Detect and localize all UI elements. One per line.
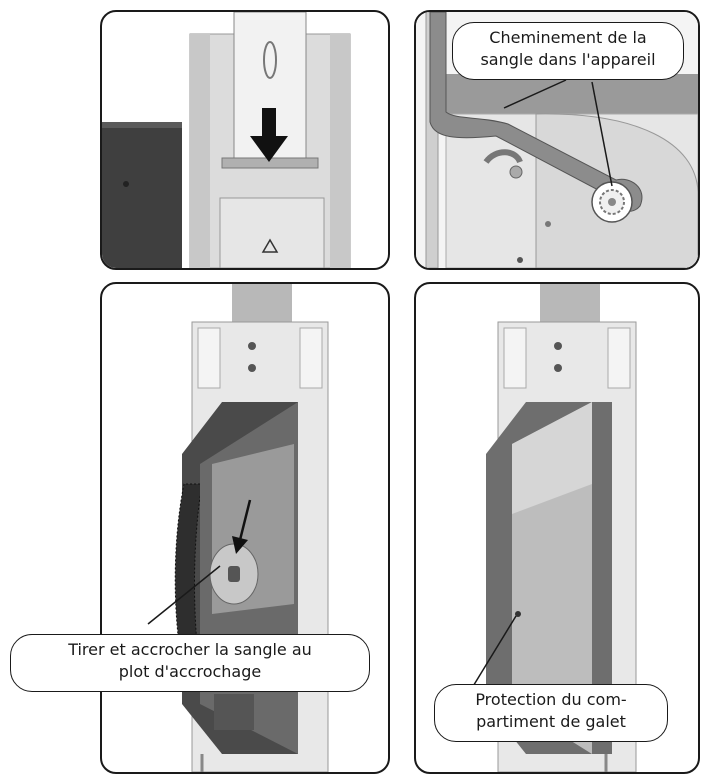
attach-strap-illustration xyxy=(147,284,329,772)
routing-callout: Cheminement de la sangle dans l'appareil xyxy=(452,22,684,80)
device-top-edge xyxy=(446,74,698,114)
leader-line xyxy=(503,79,567,109)
guide-roller xyxy=(483,149,523,164)
protection-callout-line1: Protection du com- xyxy=(475,690,627,709)
routing-callout-line2: sangle dans l'appareil xyxy=(480,50,656,69)
protection-callout-line2: partiment de galet xyxy=(476,712,626,731)
wall-bracket xyxy=(102,122,182,268)
panel-strap-insertion xyxy=(100,10,390,270)
panel-strap-routing: Cheminement de la sangle dans l'appareil xyxy=(414,10,700,270)
cover-plate xyxy=(219,197,325,268)
strap-insertion-illustration xyxy=(102,12,351,268)
strap-top xyxy=(232,284,292,324)
attach-callout-line2: plot d'accrochage xyxy=(118,662,262,681)
arrow-shaft xyxy=(238,499,252,541)
strap-top xyxy=(540,284,600,324)
panel-attach-strap xyxy=(100,282,390,774)
panel-protection: Protection du com- partiment de galet xyxy=(414,282,700,774)
leader-line xyxy=(591,81,613,187)
leader-line xyxy=(471,615,517,689)
down-arrow-shaft xyxy=(262,108,276,138)
arrow-icon xyxy=(232,536,248,554)
routing-callout-line1: Cheminement de la xyxy=(489,28,647,47)
triangle-icon xyxy=(261,238,279,253)
protection-illustration xyxy=(471,284,637,772)
leader-line xyxy=(147,565,221,625)
down-arrow-icon xyxy=(250,136,288,162)
attach-callout: Tirer et accrocher la sangle au plot d'a… xyxy=(10,634,370,692)
protection-callout: Protection du com- partiment de galet xyxy=(434,684,668,742)
attach-callout-line1: Tirer et accrocher la sangle au xyxy=(68,640,312,659)
